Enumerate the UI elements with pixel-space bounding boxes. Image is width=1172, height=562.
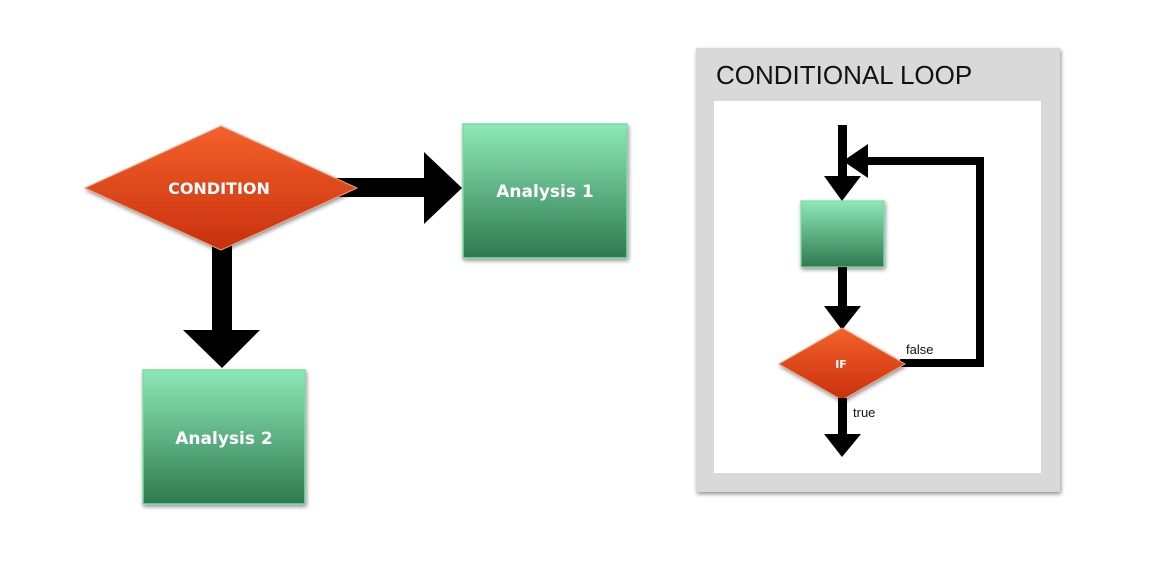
loop-process-box: [800, 200, 885, 268]
analysis-2-box: [142, 369, 306, 505]
if-label: IF: [835, 358, 847, 371]
analysis-1-box: [462, 123, 628, 259]
conditional-loop-panel: [696, 48, 1060, 492]
analysis-1-label: Analysis 1: [496, 182, 593, 202]
loop-entry-arrow: [824, 125, 861, 201]
loop-feedback-arrow: [843, 144, 984, 367]
loop-exit-arrow: [824, 398, 861, 457]
condition-diamond: [83, 125, 359, 251]
condition-label: CONDITION: [168, 179, 270, 198]
false-label: false: [906, 342, 933, 357]
arrow-to-analysis-1: [330, 152, 462, 224]
panel-title: CONDITIONAL LOOP: [716, 60, 972, 90]
analysis-2-label: Analysis 2: [175, 429, 272, 449]
true-label: true: [853, 405, 875, 420]
arrow-to-analysis-2: [183, 238, 260, 368]
loop-box-to-if-arrow: [824, 267, 861, 330]
